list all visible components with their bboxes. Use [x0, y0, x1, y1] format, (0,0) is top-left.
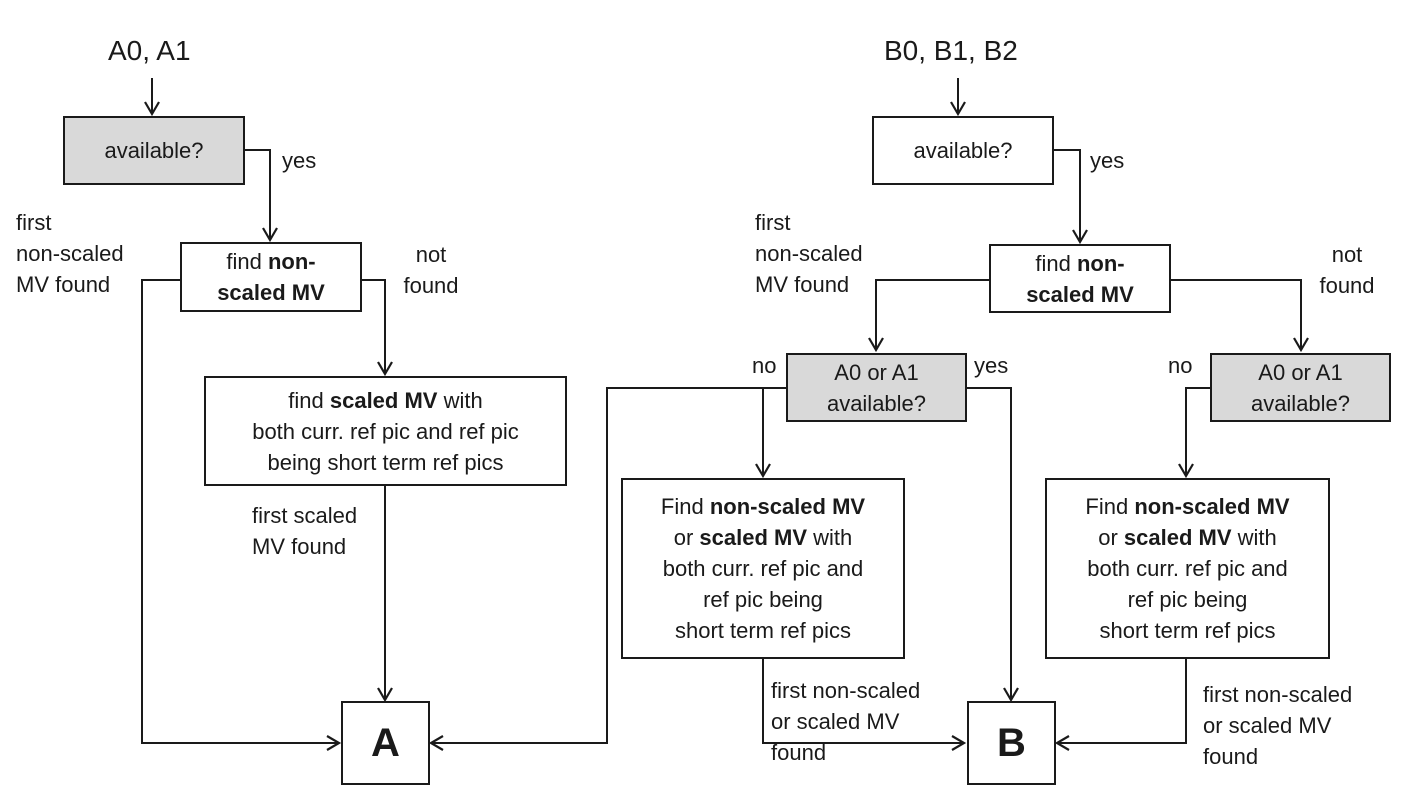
- terminal-b: B: [967, 701, 1056, 785]
- first-nonscaled-label-b: first non-scaled MV found: [755, 210, 863, 297]
- a-inputs-label: A0, A1: [108, 35, 191, 66]
- arrow-yes-to-b: [966, 387, 1019, 703]
- yes-label-2: yes: [974, 353, 1009, 378]
- arrow-no-to-a: [428, 387, 786, 751]
- find-nonscaled-box-a: find non- scaled MV: [180, 242, 362, 312]
- terminal-a: A: [341, 701, 430, 785]
- arrow-first-nonscaled-to-a-avail-1: [868, 279, 990, 353]
- b-inputs-label: B0, B1, B2: [884, 35, 1018, 66]
- available-box-b: available?: [872, 116, 1054, 185]
- find-scaled-box-a: find scaled MV with both curr. ref pic a…: [204, 376, 567, 486]
- yes-label-a: yes: [282, 148, 317, 173]
- arrow-first-nonscaled-to-a: [141, 279, 342, 751]
- not-found-label-b: not found: [1319, 242, 1375, 298]
- first-either-label-2: first non-scaled or scaled MV found: [1203, 682, 1353, 769]
- first-scaled-label-a: first scaled MV found: [252, 503, 358, 559]
- available-box-a: available?: [63, 116, 245, 185]
- arrow-not-found-to-a-avail-2: [1170, 279, 1309, 353]
- first-either-label-1: first non-scaled or scaled MV found: [771, 678, 921, 765]
- no-label-2: no: [1168, 353, 1193, 378]
- arrow-not-found-to-find-scaled: [362, 279, 393, 377]
- yes-label-b: yes: [1090, 148, 1125, 173]
- arrow-available-yes-to-find-nonscaled-b: [1053, 149, 1088, 245]
- a-available-box-1: A0 or A1 available?: [786, 353, 967, 422]
- find-either-box-1: Find non-scaled MV or scaled MV with bot…: [621, 478, 905, 659]
- find-nonscaled-box-b: find non- scaled MV: [989, 244, 1171, 313]
- find-either-box-2: Find non-scaled MV or scaled MV with bot…: [1045, 478, 1330, 659]
- not-found-label-a: not found: [403, 242, 459, 298]
- arrow-no-2-to-find-either-2: [1178, 387, 1210, 479]
- first-nonscaled-label-a: first non-scaled MV found: [16, 210, 124, 297]
- arrow-find-either-1-to-b: [762, 658, 967, 751]
- no-label-1: no: [752, 353, 777, 378]
- a-available-box-2: A0 or A1 available?: [1210, 353, 1391, 422]
- arrow-available-yes-to-find-nonscaled: [245, 149, 278, 243]
- arrow-find-either-2-to-b: [1054, 658, 1187, 751]
